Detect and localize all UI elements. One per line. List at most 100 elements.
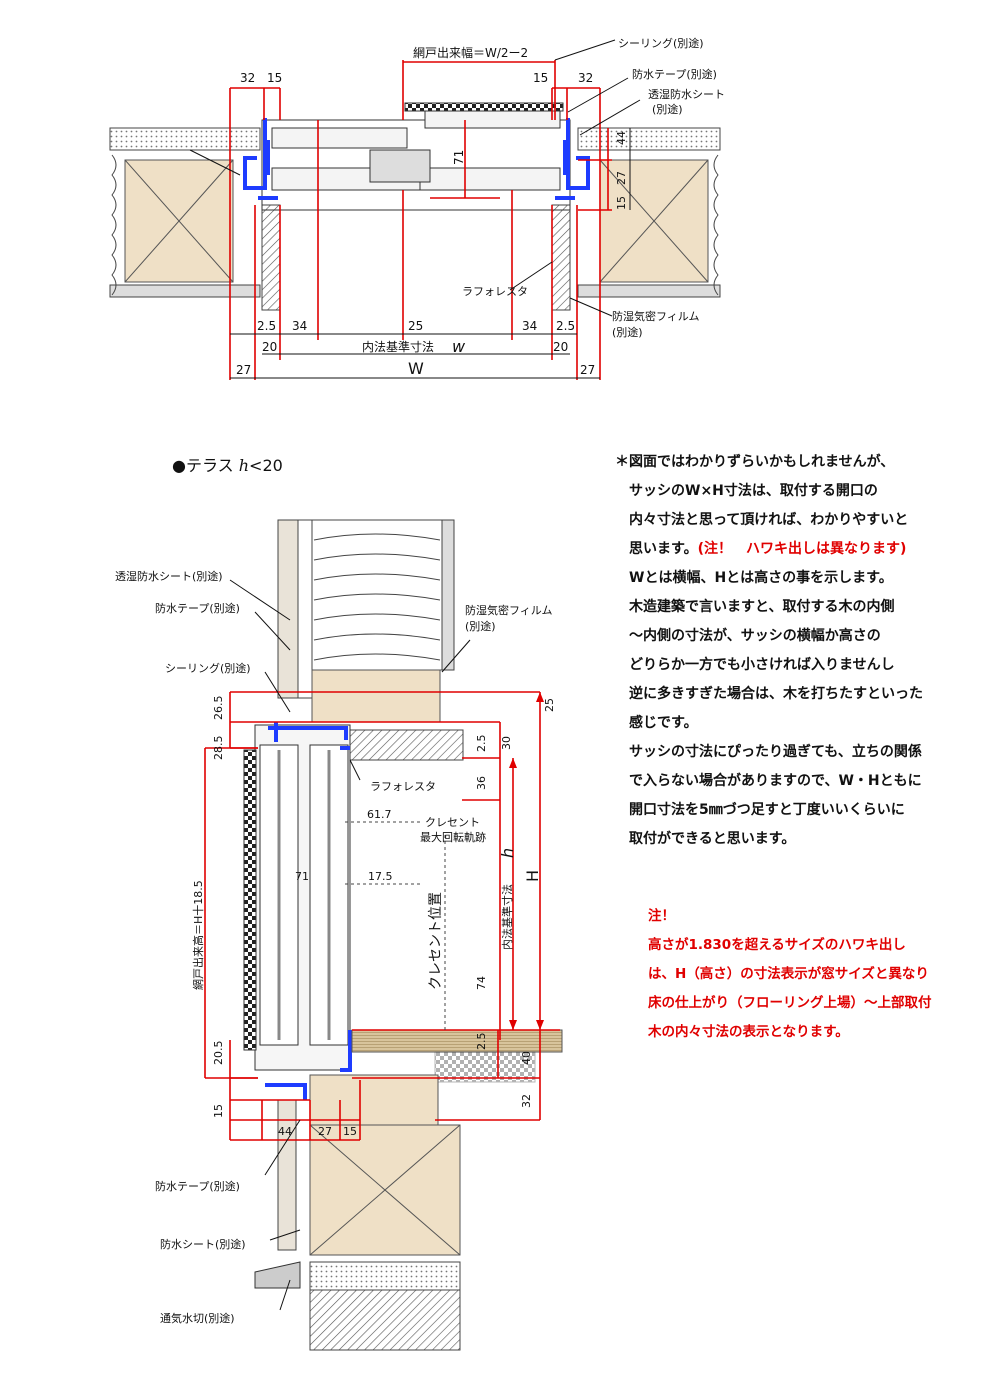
plan-dim-71: 71 xyxy=(452,150,466,165)
note-line: 取付ができると思います。 xyxy=(615,831,796,847)
plan-rafforesta-left xyxy=(261,204,281,311)
plan-dim-W: W xyxy=(408,359,424,378)
section-exterior-board-upper xyxy=(277,519,299,699)
section-label-inner-h: 内法基準寸法 xyxy=(500,884,514,950)
plan-dim-inner-w: 内法基準寸法 xyxy=(362,339,434,354)
section-label-H: H xyxy=(523,870,542,882)
note2-line: 床の仕上がり（フローリング上場）〜上部取付 xyxy=(648,995,932,1011)
note-line: 木造建築で言いますと、取付する木の内側 xyxy=(615,599,895,615)
section-title-suffix: <20 xyxy=(249,456,283,475)
section-dim-20-5: 20.5 xyxy=(212,1041,225,1066)
section-dim-2-5-bottom: 2.5 xyxy=(475,1033,488,1051)
plan-exterior-board-right xyxy=(577,127,721,151)
plan-gasket-right xyxy=(555,118,590,200)
section-rafforesta-top xyxy=(344,729,464,761)
section-label-rafforesta: ラフォレスタ xyxy=(370,780,436,793)
note-line: 思います。(注！ ハワキ出しは異なります) xyxy=(615,535,975,564)
plan-label-breathable-sub: (別途) xyxy=(652,102,683,116)
section-title-h: h xyxy=(238,456,250,475)
note2-line: 高さが1.830を超えるサイズのハワキ出し xyxy=(648,937,906,953)
section-label-screen-height: 網戸出来高＝H十18.5 xyxy=(191,880,205,990)
section-label-vapor-film: 防湿気密フィルム xyxy=(465,603,553,617)
plan-dim-27-right: 27 xyxy=(580,363,595,377)
note-line: 内々寸法と思って頂ければ、わかりやすいと xyxy=(615,512,909,528)
note-line-text: 思います。 xyxy=(615,541,698,557)
note-line: サッシの寸法にぴったり過ぎても、立ちの関係 xyxy=(615,744,922,760)
note2-line: 注！ xyxy=(648,908,675,924)
plan-screen-mesh xyxy=(404,102,564,112)
section-dim-61-7: 61.7 xyxy=(367,808,392,821)
plan-sash-inner-right xyxy=(419,167,561,191)
height-note: 注！ 高さが1.830を超えるサイズのハワキ出し は、H（高さ）の寸法表示が窓サ… xyxy=(648,902,978,1047)
section-dim-17-5: 17.5 xyxy=(368,870,393,883)
section-sill-wood xyxy=(309,1074,439,1126)
plan-dim-15-side: 15 xyxy=(615,196,628,210)
plan-dim-44: 44 xyxy=(615,131,628,145)
section-gasket xyxy=(265,722,352,1100)
section-label-wp-tape-bottom: 防水テープ(別途) xyxy=(155,1179,240,1193)
section-label-breathable: 透湿防水シート(別途) xyxy=(115,569,223,583)
section-screen-mesh xyxy=(243,749,257,1051)
section-label-crescent-sub: 最大回転軌跡 xyxy=(420,830,486,844)
note-line: ＊図面ではわかりずらいかもしれませんが、 xyxy=(615,454,895,470)
section-label-wp-tape-top: 防水テープ(別途) xyxy=(155,601,240,615)
plan-label-rafforesta: ラフォレスタ xyxy=(462,285,528,298)
plan-label-wp-tape: 防水テープ(別途) xyxy=(632,67,717,81)
plan-dim-34-left: 34 xyxy=(292,319,307,333)
section-label-vent: 通気水切(別途) xyxy=(160,1311,235,1325)
section-view: 透湿防水シート(別途) 防水テープ(別途) 防湿気密フィルム (別途) シーリン… xyxy=(115,519,563,1351)
section-dim-15-bottom: 15 xyxy=(343,1125,357,1138)
plan-interior-board-left xyxy=(109,284,261,298)
plan-dim-15-right: 15 xyxy=(533,71,548,85)
section-dim-32: 32 xyxy=(520,1094,533,1108)
section-label-crescent: クレセント xyxy=(425,816,480,829)
plan-dim-20-left: 20 xyxy=(262,340,277,354)
section-foundation-top xyxy=(309,1261,461,1291)
section-dim-36: 36 xyxy=(475,776,488,790)
plan-label-vapor-film: 防湿気密フィルム xyxy=(612,309,700,323)
plan-dim-2-5-left: 2.5 xyxy=(257,319,276,333)
section-header-wood xyxy=(311,669,441,723)
section-foundation xyxy=(309,1289,461,1351)
section-flooring xyxy=(351,1029,563,1053)
section-dim-27: 27 xyxy=(318,1125,332,1138)
plan-dim-15-left: 15 xyxy=(267,71,282,85)
section-label-sealing: シーリング(別途) xyxy=(165,661,251,675)
plan-label-vapor-film-sub: (別途) xyxy=(612,325,643,339)
plan-dim-27: 27 xyxy=(615,171,628,185)
plan-gasket-left xyxy=(243,118,278,200)
plan-dim-20-right: 20 xyxy=(553,340,568,354)
section-label-crescent-pos: クレセント位置 xyxy=(428,892,444,990)
plan-dim-34-right: 34 xyxy=(522,319,537,333)
plan-label-breathable: 透湿防水シート xyxy=(648,87,725,101)
note-line: で入らない場合がありますので、W・Hともに xyxy=(615,773,922,789)
section-insulation xyxy=(311,519,443,671)
section-label-inner-h-symbol: h xyxy=(498,848,517,858)
explanation-notes: ＊図面ではわかりずらいかもしれませんが、 サッシのW×H寸法は、取付する開口の … xyxy=(615,448,975,854)
note-line: どりらか一方でも小さければ入りませんし xyxy=(615,657,895,673)
note2-line: 木の内々寸法の表示となります。 xyxy=(648,1024,849,1040)
section-label-wp-sheet: 防水シート(別途) xyxy=(160,1237,246,1251)
section-dim-15: 15 xyxy=(212,1104,225,1118)
plan-dim-27-left: 27 xyxy=(236,363,251,377)
plan-dim-32-left: 32 xyxy=(240,71,255,85)
plan-insulation-right xyxy=(713,154,719,296)
section-dim-44: 44 xyxy=(278,1125,292,1138)
note-line: 逆に多きすぎた場合は、木を打ちたすといった xyxy=(615,686,923,702)
note-line: 開口寸法を5㎜づつ足すと丁度いいくらいに xyxy=(615,802,905,818)
plan-dim-inner-w-symbol: w xyxy=(452,337,466,356)
plan-interior-board-right xyxy=(577,284,721,298)
note-line: 感じです。 xyxy=(615,715,698,731)
section-dim-25: 25 xyxy=(543,698,556,712)
plan-crescent-lock xyxy=(369,149,431,183)
plan-view: 32 15 網戸出来幅＝W/2ー2 15 32 シーリング(別途) 防水テープ(… xyxy=(109,36,725,380)
section-label-vapor-film-sub: (別途) xyxy=(465,619,496,633)
section-title: ●テラス h<20 xyxy=(172,452,283,476)
plan-dim-25: 25 xyxy=(408,319,423,333)
section-dim-40: 40 xyxy=(520,1051,533,1065)
note-line: 〜内側の寸法が、サッシの横幅か高さの xyxy=(615,628,881,644)
note-line: サッシのW×H寸法は、取付する開口の xyxy=(615,483,878,499)
plan-insulation-left xyxy=(111,154,117,296)
section-floor-insulation xyxy=(434,1051,536,1083)
